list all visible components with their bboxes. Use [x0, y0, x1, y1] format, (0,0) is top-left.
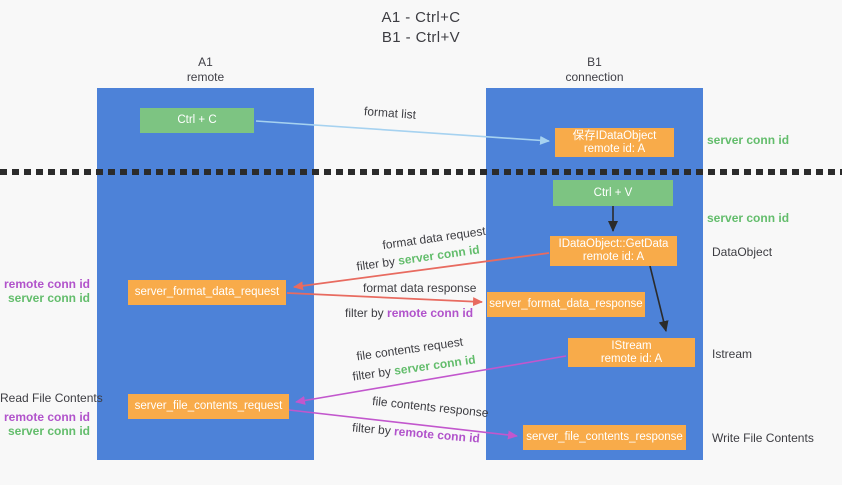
arrow-format-list	[255, 120, 550, 145]
arrow-getdata-to-istream	[649, 265, 669, 332]
divider-dotted-line	[0, 169, 842, 175]
lane-b1-header: B1 connection	[486, 55, 703, 85]
label-filter-by-remote-conn-id-1: filter by remote conn id	[345, 306, 473, 320]
arrow-format-data-request	[293, 252, 550, 291]
node-save-dataobject-line2: remote id: A	[583, 142, 646, 155]
node-idataobject-getdata: IDataObject::GetData remote id: A	[550, 236, 677, 266]
label-read-file-contents: Read File Contents	[0, 391, 103, 405]
node-ctrl-v: Ctrl + V	[553, 180, 673, 206]
label-format-data-response: format data response	[363, 281, 477, 295]
label-server-conn-id-right-2: server conn id	[707, 211, 790, 225]
arrow-file-contents-request	[295, 355, 567, 405]
lane-b1-role: connection	[565, 70, 624, 84]
lane-a1-name: A1	[198, 55, 213, 69]
label-server-conn-id-left-2: server conn id	[7, 424, 90, 438]
title-line-1: A1 - Ctrl+C	[381, 9, 461, 26]
label-server-conn-id-right-1: server conn id	[707, 133, 790, 147]
label-istream: Istream	[712, 347, 753, 361]
node-ctrl-v-label: Ctrl + V	[593, 186, 633, 199]
node-format-request-label: server_format_data_request	[134, 286, 280, 298]
node-ctrl-c: Ctrl + C	[140, 108, 254, 133]
title-line-2: B1 - Ctrl+V	[381, 29, 461, 46]
arrow-file-contents-response	[288, 409, 518, 440]
label-remote-conn-id-left-2: remote conn id	[3, 410, 90, 424]
node-server-format-data-response: server_format_data_response	[487, 292, 645, 317]
node-ctrl-c-label: Ctrl + C	[177, 114, 217, 126]
node-getdata-line1: IDataObject::GetData	[558, 238, 669, 250]
node-getdata-line2: remote id: A	[582, 251, 645, 263]
filter-prefix: filter by	[345, 306, 384, 320]
node-file-response-label: server_file_contents_response	[526, 431, 683, 443]
page-title: A1 - Ctrl+C B1 - Ctrl+V	[0, 8, 842, 48]
node-server-file-contents-response: server_file_contents_response	[523, 425, 686, 450]
label-write-file-contents: Write File Contents	[712, 431, 814, 445]
node-file-request-label: server_file_contents_request	[134, 400, 283, 412]
lane-a1-header: A1 remote	[97, 55, 314, 85]
lane-b1-name: B1	[587, 55, 602, 69]
arrow-format-data-response	[286, 292, 483, 307]
node-save-dataobject: 保存IDataObject remote id: A	[555, 128, 674, 157]
label-server-conn-id-left-1: server conn id	[7, 291, 90, 305]
node-format-response-label: server_format_data_response	[489, 298, 643, 310]
node-istream-line2: remote id: A	[600, 352, 663, 365]
node-istream-line1: IStream	[611, 339, 652, 352]
node-save-dataobject-line1: 保存IDataObject	[572, 129, 657, 142]
node-server-file-contents-request: server_file_contents_request	[128, 394, 289, 419]
lane-a1-role: remote	[186, 70, 225, 84]
label-remote-conn-id-left-1: remote conn id	[3, 277, 90, 291]
node-server-format-data-request: server_format_data_request	[128, 280, 286, 305]
filter-key-remote-conn-id: remote conn id	[387, 306, 474, 320]
label-dataobject: DataObject	[712, 245, 773, 259]
node-istream: IStream remote id: A	[568, 338, 695, 367]
